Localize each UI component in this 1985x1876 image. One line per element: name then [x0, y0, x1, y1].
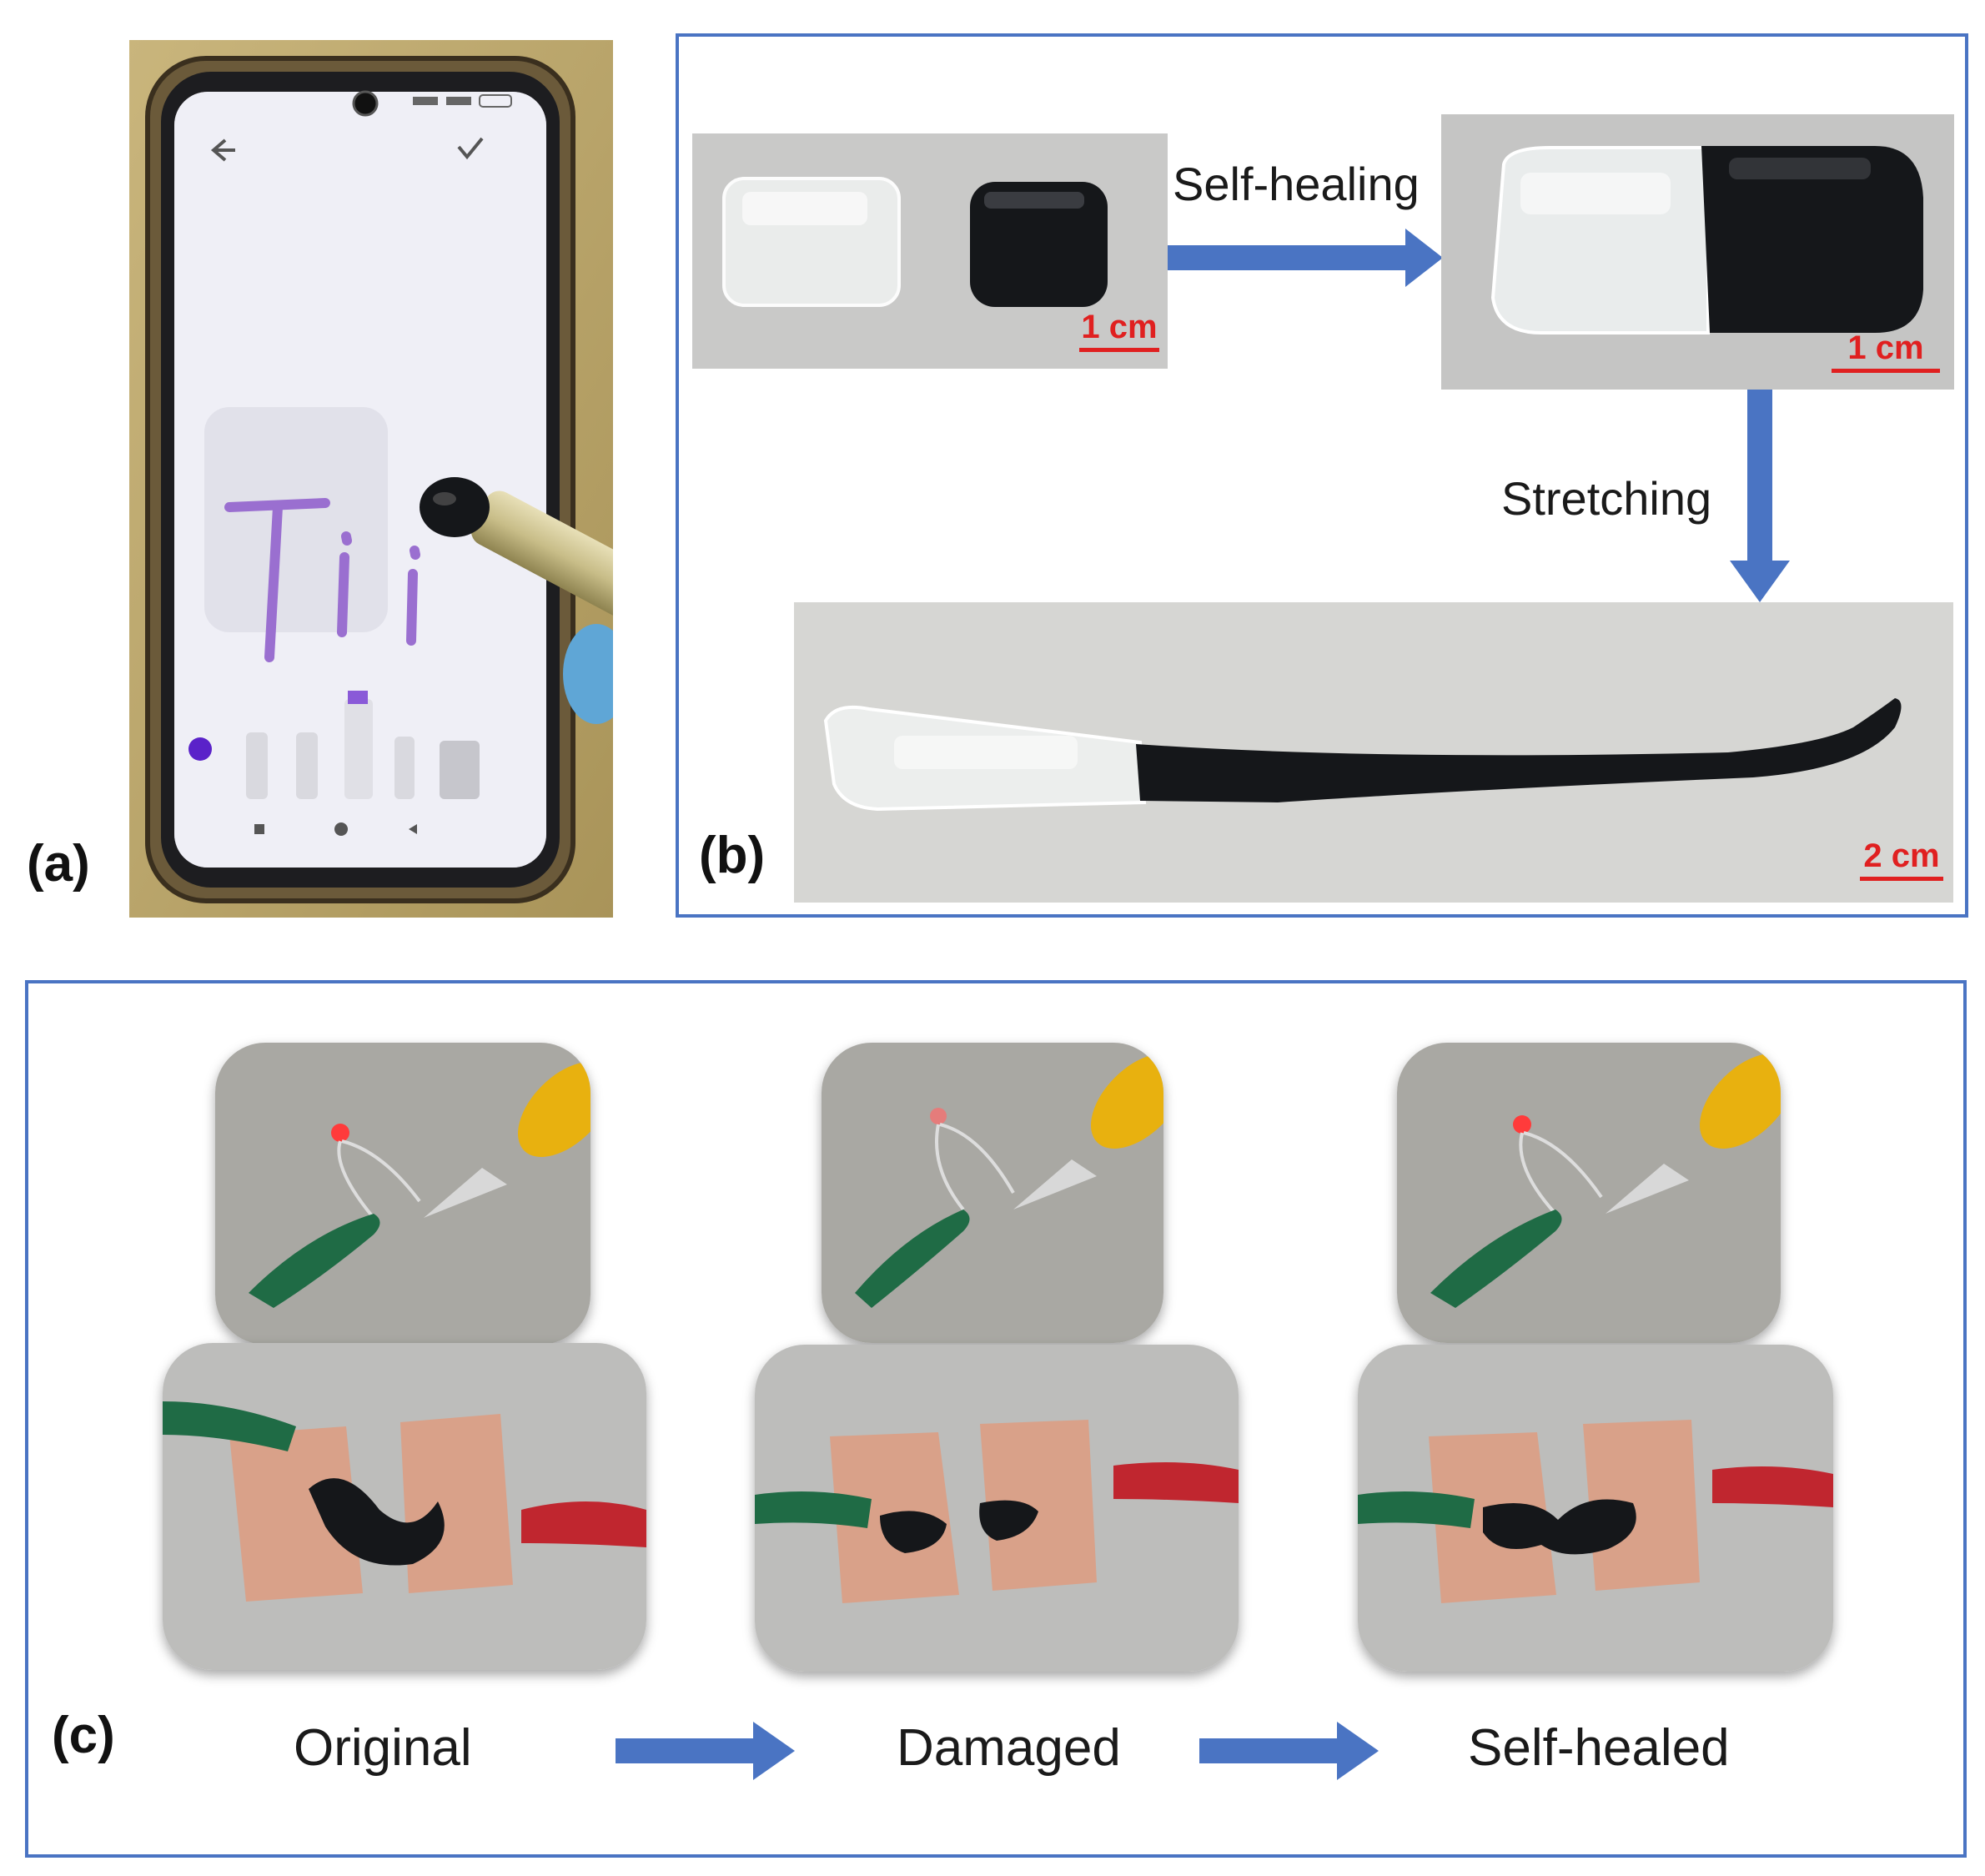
healed-gel-photo: 1 cm	[1441, 114, 1954, 390]
scale-stretched-bar	[1860, 877, 1943, 881]
scale-stretched-label: 2 cm	[1863, 837, 1940, 874]
led-circuit-photo	[215, 1043, 590, 1345]
scale-healed-label: 1 cm	[1847, 329, 1924, 366]
arrow-damaged-to-healed	[1199, 1722, 1379, 1780]
self-healing-arrow	[1168, 229, 1443, 287]
scale-bar-before: 1 cm	[1079, 309, 1159, 352]
copper-gel-photo	[1358, 1345, 1833, 1672]
gel-pieces-photo: 1 cm	[692, 133, 1168, 369]
stage-label-damaged: Damaged	[897, 1719, 1121, 1777]
scale-healed-bar	[1832, 369, 1940, 373]
led-circuit-photo	[1397, 1043, 1781, 1343]
led-circuit-photo	[822, 1043, 1163, 1343]
panel-a-label: (a)	[27, 835, 90, 893]
copper-gel-photo	[755, 1345, 1239, 1672]
panel-b-label: (b)	[699, 827, 766, 884]
panel-c-label: (c)	[52, 1707, 115, 1764]
self-healing-label: Self-healing	[1173, 158, 1420, 210]
scale-bar-healed: 1 cm	[1832, 329, 1940, 373]
copper-gel-photo	[163, 1343, 646, 1670]
arrow-original-to-damaged	[616, 1722, 795, 1780]
stretching-arrow	[1730, 390, 1790, 602]
stretched-gel-photo: 2 cm	[794, 602, 1953, 903]
stage-label-self-healed: Self-healed	[1468, 1719, 1730, 1777]
scale-before-label: 1 cm	[1081, 309, 1158, 345]
phone-illustration	[129, 40, 613, 918]
phone-photo	[129, 40, 613, 918]
scale-bar-stretched: 2 cm	[1860, 837, 1943, 881]
stretching-label: Stretching	[1501, 472, 1712, 525]
scale-before-bar	[1079, 348, 1159, 352]
panel-b-frame	[676, 33, 1968, 918]
stage-label-original: Original	[294, 1719, 472, 1777]
panel-c-frame	[25, 980, 1967, 1858]
